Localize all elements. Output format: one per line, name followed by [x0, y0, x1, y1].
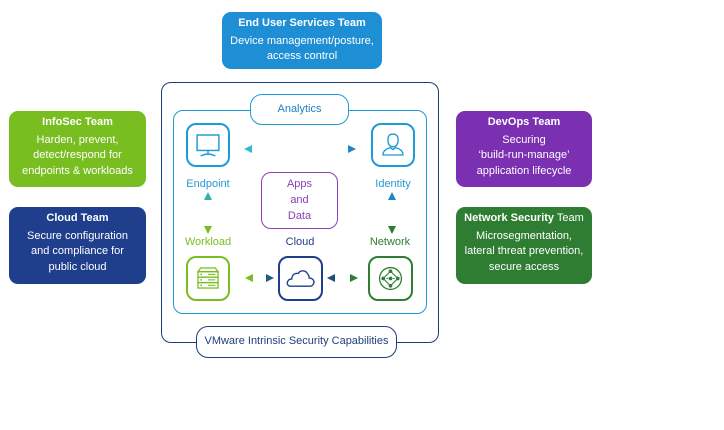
- desc-line: and compliance for: [31, 245, 124, 257]
- desc-line: Securing: [502, 133, 546, 146]
- identity-node: [371, 123, 415, 167]
- end-user-services-team-box: End User Services Team Device management…: [222, 12, 382, 69]
- apps-data-line: and: [290, 194, 309, 206]
- vmware-intrinsic-security-pill: VMware Intrinsic Security Capabilities: [196, 326, 397, 358]
- desc-line: Device management/posture,: [230, 34, 374, 47]
- desc-line: ‘build-run-manage’: [478, 149, 570, 161]
- desc-line: public cloud: [48, 260, 107, 273]
- team-description: Securing ‘build-run-manage’ application …: [456, 133, 592, 180]
- network-security-team-box: Network Security Team Microsegmentation,…: [456, 207, 592, 284]
- desc-line: application lifecycle: [476, 164, 572, 177]
- team-description: Harden, prevent, detect/respond for endp…: [9, 133, 146, 180]
- team-title: End User Services Team: [238, 17, 366, 29]
- desc-line: access control: [266, 50, 338, 62]
- user-icon: [382, 133, 404, 156]
- cloud-node: [278, 256, 323, 301]
- cloud-team-box: Cloud Team Secure configuration and comp…: [9, 207, 146, 284]
- team-description: Microsegmentation, lateral threat preven…: [456, 229, 592, 276]
- team-title: Cloud Team: [46, 212, 109, 224]
- workload-label: Workload: [184, 236, 232, 248]
- network-label: Network: [369, 236, 411, 248]
- team-title: InfoSec Team: [42, 116, 113, 128]
- analytics-pill: Analytics: [250, 94, 349, 125]
- desc-line: lateral threat prevention,: [464, 245, 584, 257]
- infosec-team-box: InfoSec Team Harden, prevent, detect/res…: [9, 111, 146, 187]
- team-title: DevOps Team: [487, 116, 561, 128]
- desc-line: secure access: [488, 260, 560, 273]
- team-title-rest: Team: [554, 212, 584, 224]
- analytics-label: Analytics: [277, 103, 322, 115]
- workload-node: [186, 256, 230, 301]
- footer-label: VMware Intrinsic Security Capabilities: [204, 335, 389, 347]
- team-description: Secure configuration and compliance for …: [9, 229, 146, 276]
- network-icon: [378, 266, 403, 291]
- desc-line: detect/respond for: [33, 149, 122, 161]
- monitor-icon: [196, 134, 220, 157]
- desc-line: Microsegmentation,: [476, 229, 572, 242]
- cloud-icon: [286, 270, 315, 287]
- cloud-label: Cloud: [285, 236, 315, 248]
- identity-label: Identity: [375, 178, 411, 190]
- apps-data-line: Data: [287, 210, 312, 222]
- endpoint-label: Endpoint: [186, 178, 230, 190]
- devops-team-box: DevOps Team Securing ‘build-run-manage’ …: [456, 111, 592, 187]
- team-title-bold: Network Security: [464, 212, 555, 224]
- endpoint-node: [186, 123, 230, 167]
- network-node: [368, 256, 413, 301]
- apps-and-data-box: Apps and Data: [261, 172, 338, 229]
- team-description: Device management/posture, access contro…: [222, 34, 382, 65]
- server-icon: [196, 267, 220, 289]
- desc-line: Secure configuration: [27, 229, 128, 242]
- desc-line: Harden, prevent,: [36, 133, 119, 146]
- team-title: Network Security Team: [456, 211, 592, 227]
- apps-data-line: Apps: [286, 178, 313, 190]
- desc-line: endpoints & workloads: [22, 164, 133, 177]
